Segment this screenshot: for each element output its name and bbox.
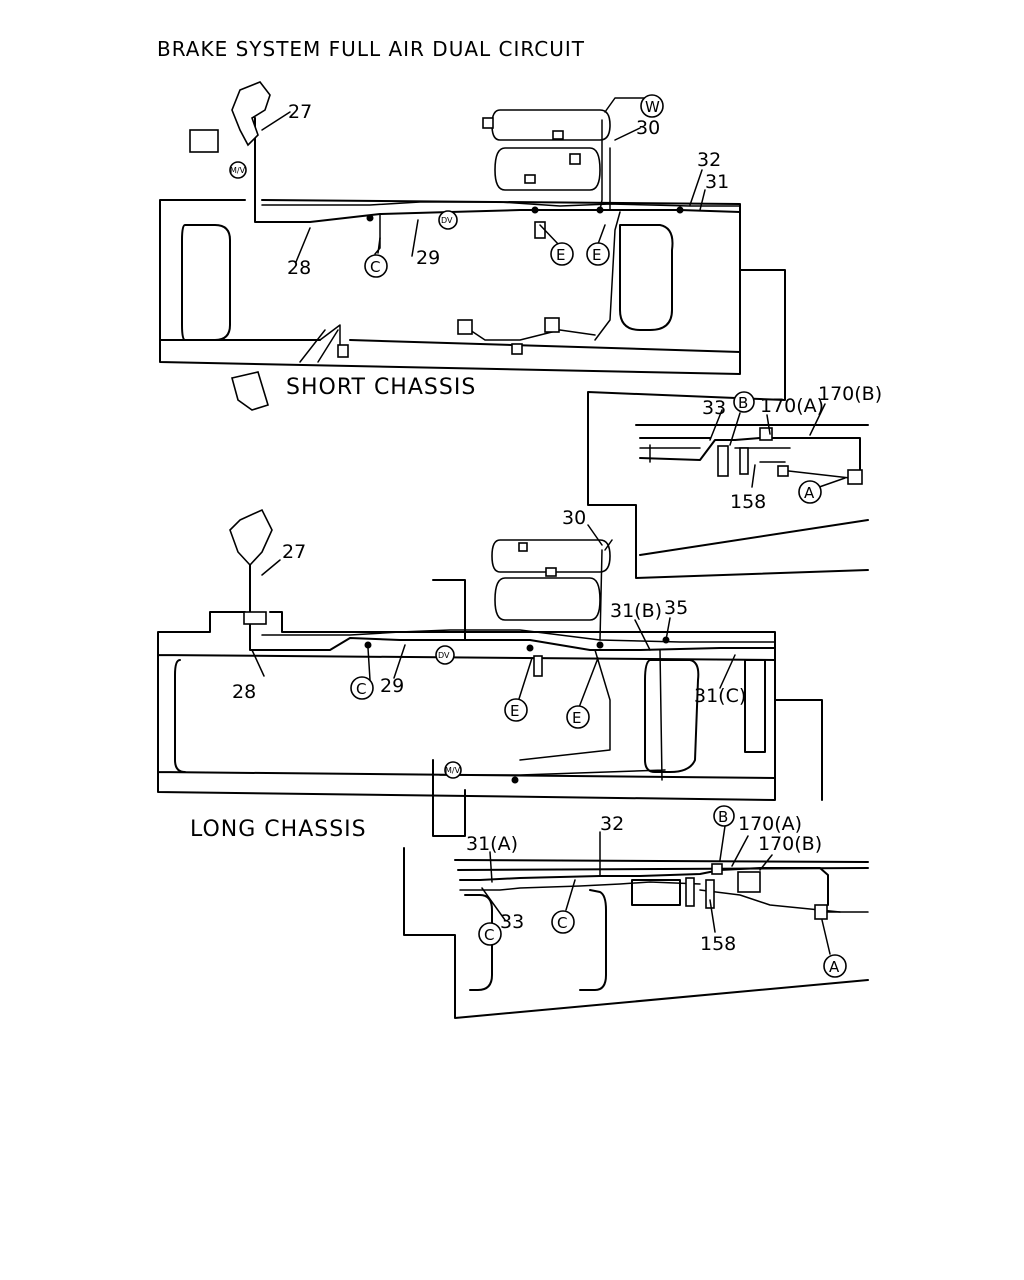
long-mv-label: M/V xyxy=(445,766,461,775)
long-label-28: 28 xyxy=(232,681,256,703)
short-label-170a: 170(A) xyxy=(760,395,824,417)
long-label-30: 30 xyxy=(562,507,586,529)
short-label-33: 33 xyxy=(702,397,726,419)
short-callout-e1 xyxy=(550,242,574,266)
short-label-a: A xyxy=(804,484,815,502)
long-label-35: 35 xyxy=(664,597,688,619)
short-mv-label: M/V xyxy=(230,166,246,175)
short-label-e1: E xyxy=(556,246,565,264)
short-callout-b xyxy=(733,391,755,413)
long-dv-label: DV xyxy=(438,651,450,660)
short-section-label: SHORT CHASSIS xyxy=(286,375,476,400)
long-label-b: B xyxy=(718,808,728,826)
long-label-170a: 170(A) xyxy=(738,813,802,835)
short-label-170b: 170(B) xyxy=(818,383,882,405)
short-label-32: 32 xyxy=(697,149,721,171)
short-chassis-view: M/V DV 27 W 30 32 31 28 C 29 E E SHORT C… xyxy=(159,81,741,411)
long-label-31c: 31(C) xyxy=(694,685,746,707)
long-callout-c2 xyxy=(478,922,502,946)
long-label-29: 29 xyxy=(380,675,404,697)
short-callout-w xyxy=(640,94,664,118)
long-label-27: 27 xyxy=(282,541,306,563)
short-dv-label: DV xyxy=(441,216,453,225)
long-callout-a xyxy=(823,954,847,978)
short-label-w: W xyxy=(645,98,660,116)
short-label-29: 29 xyxy=(416,247,440,269)
short-callout-c xyxy=(364,254,388,278)
long-section-label: LONG CHASSIS xyxy=(190,817,367,842)
long-label-31b: 31(B) xyxy=(610,600,662,622)
long-callout-b xyxy=(713,805,735,827)
long-chassis-view: DV M/V 30 27 31(B) 35 28 C 29 31(C) E E … xyxy=(157,507,823,842)
short-label-b: B xyxy=(738,394,748,412)
long-label-a: A xyxy=(829,958,840,976)
short-label-28: 28 xyxy=(287,257,311,279)
short-rear-detail: 33 B 170(A) 170(B) 158 A xyxy=(587,269,882,579)
short-label-27: 27 xyxy=(288,101,312,123)
long-rear-detail: 31(A) 32 C 33 C B 170(A) 170(B) 158 A xyxy=(403,805,869,1019)
long-label-158: 158 xyxy=(700,933,736,955)
short-callout-a xyxy=(798,480,822,504)
short-label-e2: E xyxy=(592,246,601,264)
long-label-e1: E xyxy=(510,702,519,720)
long-label-33: 33 xyxy=(500,911,524,933)
long-label-c1: C xyxy=(356,680,366,698)
long-callout-e1 xyxy=(504,698,528,722)
long-label-c2: C xyxy=(484,926,494,944)
short-callout-e2 xyxy=(586,242,610,266)
long-label-170b: 170(B) xyxy=(758,833,822,855)
long-label-31a: 31(A) xyxy=(466,833,518,855)
short-label-30: 30 xyxy=(636,117,660,139)
long-callout-e2 xyxy=(566,705,590,729)
diagram-title: BRAKE SYSTEM FULL AIR DUAL CIRCUIT xyxy=(157,37,585,61)
short-label-c: C xyxy=(370,258,380,276)
long-callout-c3 xyxy=(551,910,575,934)
long-label-e2: E xyxy=(572,709,581,727)
long-label-32: 32 xyxy=(600,813,624,835)
short-label-158: 158 xyxy=(730,491,766,513)
short-label-31: 31 xyxy=(705,171,729,193)
long-callout-c1 xyxy=(350,676,374,700)
long-label-c3: C xyxy=(557,914,567,932)
